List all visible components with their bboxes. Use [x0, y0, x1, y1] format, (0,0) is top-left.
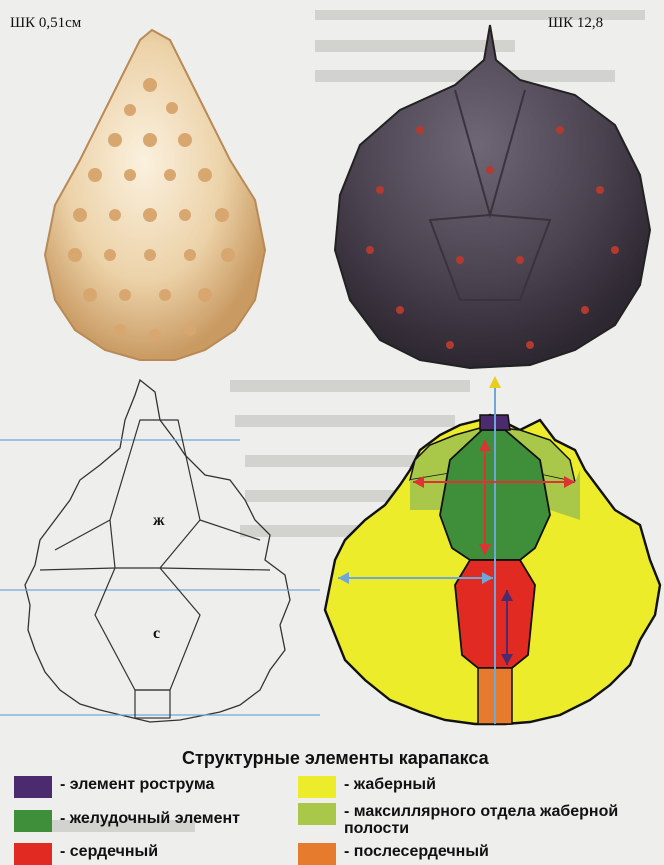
legend-item-maxillary: - максиллярного отдела жаберной полости — [298, 803, 638, 837]
legend-label: - жаберный — [344, 776, 436, 793]
legend-label: - элемент рострума — [60, 776, 214, 793]
legend-item-gastric: - желудочный элемент — [14, 810, 240, 832]
cardiac-swatch — [14, 843, 52, 865]
legend-title: Структурные элементы карапакса — [182, 748, 489, 769]
branchial-swatch — [298, 776, 336, 798]
legend-label: - максиллярного отдела жаберной полости — [344, 803, 638, 837]
legend-item-branchial: - жаберный — [298, 776, 436, 798]
rostrum-swatch — [14, 776, 52, 798]
legend-label: - желудочный элемент — [60, 810, 240, 827]
maxillary-swatch — [298, 803, 336, 825]
legend-item-rostrum: - элемент рострума — [14, 776, 214, 798]
gastric-swatch — [14, 810, 52, 832]
legend-label: - послесердечный — [344, 843, 489, 860]
postcardiac-swatch — [298, 843, 336, 865]
legend-item-cardiac: - сердечный — [14, 843, 158, 865]
legend-label: - сердечный — [60, 843, 158, 860]
legend-item-postcardiac: - послесердечный — [298, 843, 489, 865]
